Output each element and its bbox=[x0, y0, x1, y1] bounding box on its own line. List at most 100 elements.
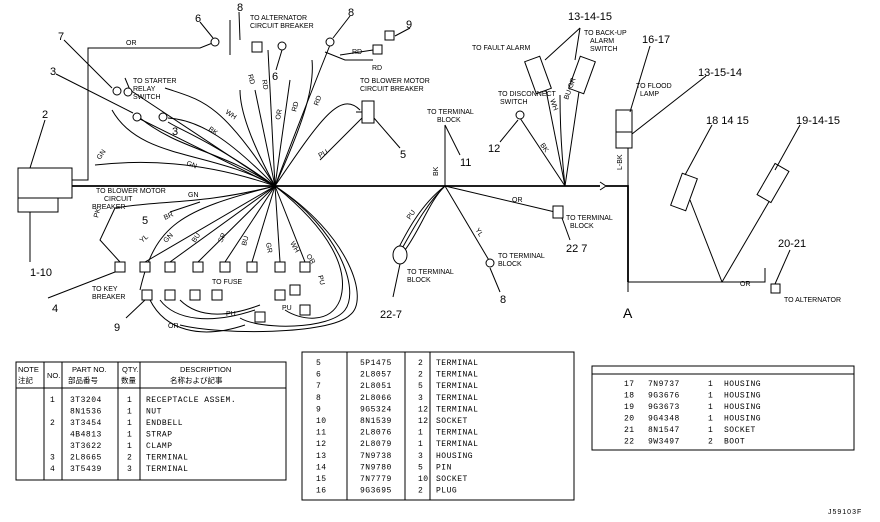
wire-color-label: PU bbox=[226, 311, 236, 318]
row-part-no: 2L8076 bbox=[360, 429, 392, 438]
callout-13-15-14: 13-15-14 bbox=[698, 67, 742, 79]
callout-13-14-15: 13-14-15 bbox=[568, 11, 612, 23]
row-no: 10 bbox=[316, 417, 327, 426]
row-qty: 1 bbox=[708, 380, 713, 389]
center-right-components bbox=[392, 55, 790, 294]
row-description: SOCKET bbox=[436, 475, 468, 484]
row-part-no: 4B4813 bbox=[70, 431, 102, 440]
row-no: 4 bbox=[50, 465, 55, 474]
row-qty: 10 bbox=[418, 475, 429, 484]
row-part-no: 2L8066 bbox=[360, 394, 392, 403]
row-part-no: 2L8051 bbox=[360, 382, 392, 391]
callout-3: 3 bbox=[172, 126, 178, 138]
upper-left-components bbox=[112, 30, 395, 161]
row-no: 9 bbox=[316, 405, 321, 414]
row-description: TERMINAL bbox=[436, 440, 478, 449]
row-qty: 2 bbox=[418, 359, 423, 368]
wire-color-label: BU bbox=[191, 232, 202, 244]
label-to-alternator-cb-1: TO ALTERNATOR bbox=[250, 15, 307, 22]
label-to-flood-1: TO FLOOD bbox=[636, 83, 672, 90]
row-description: HOUSING bbox=[724, 415, 761, 424]
row-qty: 12 bbox=[418, 405, 429, 414]
parts-table-1: NOTE NO. PART NO. QTY. DESCRIPTION 注記 部品… bbox=[15, 361, 287, 481]
label-to-blower-cb-2: CIRCUIT BREAKER bbox=[360, 86, 424, 93]
lower-left-connectors bbox=[114, 261, 311, 323]
callout-8: 8 bbox=[237, 2, 243, 14]
row-description: HOUSING bbox=[436, 452, 473, 461]
label-to-blower-left-3: BREAKER bbox=[92, 204, 125, 211]
row-description: TERMINAL bbox=[146, 454, 188, 463]
row-description: TERMINAL bbox=[436, 371, 478, 380]
label-to-terminal-right-1: TO TERMINAL bbox=[566, 215, 613, 222]
label-to-starter-2: RELAY bbox=[133, 86, 156, 93]
callout-8: 8 bbox=[348, 7, 354, 19]
label-to-terminal-right-2: BLOCK bbox=[570, 223, 594, 230]
row-no: 12 bbox=[316, 440, 327, 449]
row-description: PIN bbox=[436, 463, 452, 472]
wire-color-label: WH bbox=[224, 109, 238, 121]
row-description: STRAP bbox=[146, 431, 173, 440]
row-part-no: 8N1539 bbox=[360, 417, 392, 426]
callout-12: 12 bbox=[488, 143, 500, 155]
row-part-no: 9G5324 bbox=[360, 405, 392, 414]
row-qty: 1 bbox=[708, 415, 713, 424]
label-to-fuse: TO FUSE bbox=[212, 279, 243, 286]
wire-color-label: L-BK bbox=[617, 154, 624, 170]
callout-5: 5 bbox=[142, 215, 148, 227]
row-no: 16 bbox=[316, 487, 327, 496]
row-no: 18 bbox=[624, 392, 635, 401]
label-to-backup-3: SWITCH bbox=[590, 46, 618, 53]
wire-color-label: SR bbox=[217, 232, 227, 244]
row-qty: 3 bbox=[127, 465, 132, 474]
callout-16-17: 16-17 bbox=[642, 34, 670, 46]
row-description: CLAMP bbox=[146, 442, 173, 451]
row-part-no: 9W3497 bbox=[648, 438, 680, 447]
wire-color-label: YL bbox=[139, 234, 150, 245]
destination-labels: TO ALTERNATOR CIRCUIT BREAKER TO STARTER… bbox=[92, 15, 861, 516]
row-no: 1 bbox=[50, 396, 55, 405]
row-no: 6 bbox=[316, 371, 321, 380]
wire-color-label: PU bbox=[318, 149, 330, 160]
label-to-backup-2: ALARM bbox=[590, 38, 614, 45]
label-to-flood-2: LAMP bbox=[640, 91, 659, 98]
wire-color-label: RD bbox=[260, 79, 269, 90]
row-part-no: 2L8057 bbox=[360, 371, 392, 380]
wire-color-label: RD bbox=[291, 101, 300, 113]
row-qty: 1 bbox=[708, 392, 713, 401]
wire-color-label: RD bbox=[372, 65, 382, 72]
wire-color-label: DESCRIPTION bbox=[180, 365, 231, 374]
row-description: TERMINAL bbox=[436, 394, 478, 403]
label-to-terminal-block-2: BLOCK bbox=[437, 117, 461, 124]
wire-color-label: RD bbox=[313, 95, 323, 107]
wire-color-label: RD bbox=[246, 74, 255, 86]
row-description: ENDBELL bbox=[146, 419, 183, 428]
wire-color-label: 数量 bbox=[121, 375, 136, 385]
callout-numbers: 6 8 8 9 7 3 3 6 2 1-10 5 5 4 9 11 12 13-… bbox=[30, 2, 840, 334]
row-qty: 1 bbox=[708, 403, 713, 412]
wire-color-label: GN bbox=[185, 160, 197, 170]
callout-6: 6 bbox=[195, 13, 201, 25]
wire-color-label: NO. bbox=[47, 371, 60, 380]
label-to-terminal-mid-1: TO TERMINAL bbox=[407, 269, 454, 276]
row-part-no: 5P1475 bbox=[360, 359, 392, 368]
label-to-fault-alarm: TO FAULT ALARM bbox=[472, 45, 531, 52]
row-part-no: 9G3673 bbox=[648, 403, 680, 412]
wire-color-label: BK bbox=[538, 142, 549, 154]
wire-color-label: QTY. bbox=[122, 365, 139, 374]
row-description: TERMINAL bbox=[436, 382, 478, 391]
label-to-alternator-cb-2: CIRCUIT BREAKER bbox=[250, 23, 314, 30]
row-part-no: 7N9738 bbox=[360, 452, 392, 461]
harness-trunk bbox=[72, 168, 722, 283]
row-part-no: 3T3622 bbox=[70, 442, 102, 451]
wire-color-label: BK bbox=[207, 126, 219, 137]
wire-color-label: WH bbox=[548, 98, 559, 111]
callout-6: 6 bbox=[272, 71, 278, 83]
wire-color-label: 名称および記事 bbox=[170, 375, 223, 385]
